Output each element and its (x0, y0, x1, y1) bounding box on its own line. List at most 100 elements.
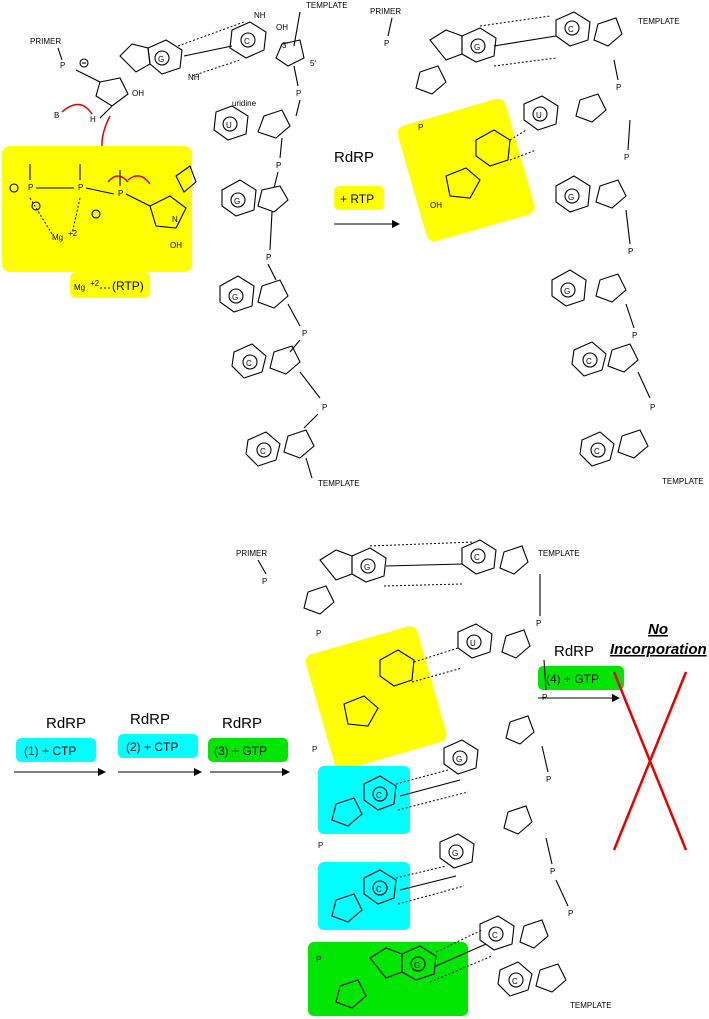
svg-text:P: P (568, 909, 573, 918)
svg-text:P: P (78, 183, 83, 192)
svg-text:+2: +2 (90, 279, 100, 288)
template-sugar-5 (269, 345, 301, 375)
svg-text:P: P (418, 123, 423, 132)
rtp-oh-label: OH (170, 241, 182, 250)
template-cytosine-r3 (579, 431, 615, 467)
primer-label: PRIMER (30, 37, 61, 46)
svg-text:P: P (628, 247, 633, 256)
primer-oh-label: OH (132, 89, 144, 98)
gtp-unit-box (308, 942, 468, 1016)
template-label-top: TEMPLATE (306, 1, 348, 10)
legend-rtp: (RTP) (112, 279, 144, 293)
svg-text:G: G (564, 287, 570, 296)
svg-text:G: G (232, 293, 238, 302)
svg-text:P: P (322, 403, 327, 412)
rtp-unit-box (305, 626, 447, 770)
top-left-panel: PRIMER P OH G NH B H P P P (2, 37, 200, 298)
svg-text:C: C (594, 447, 600, 456)
template-uracil-r (523, 95, 559, 131)
svg-text:P: P (318, 841, 323, 850)
template-cytosine-b4 (479, 915, 515, 951)
ctp2-sugar (331, 893, 363, 923)
top-right-panel: PRIMER P G C TEMPLATE P OH U P P G (370, 7, 704, 486)
svg-text:P: P (266, 253, 271, 262)
template-label-top-right: TEMPLATE (638, 17, 680, 26)
svg-text:U: U (536, 111, 542, 120)
template-sugar-b2 (501, 629, 531, 659)
template-guanine-r2 (551, 269, 587, 307)
svg-text:P: P (276, 161, 281, 170)
bottom-duplex: PRIMER P G C TEMPLATE P U P C (236, 539, 612, 1016)
template-label-bottom-left: TEMPLATE (318, 479, 360, 488)
rtp-base-ring (175, 165, 197, 193)
rdrp-label-1: RdRP (334, 149, 374, 166)
primer-sugar-ring (95, 77, 129, 107)
bottom-steps: RdRP (1) + CTP RdRP (2) + CTP RdRP (3) +… (14, 621, 707, 851)
gtp3-step-box (208, 738, 288, 762)
uridine-label: uridine (232, 99, 257, 108)
ctp1-label: (1) + CTP (24, 744, 76, 758)
rdrp-label-4: RdRP (222, 715, 262, 732)
svg-text:P: P (118, 189, 123, 198)
template-sugar-r1 (593, 17, 623, 47)
template-sugar-6 (283, 429, 315, 459)
template-cytosine-b5 (497, 961, 533, 997)
electron-arrow-3 (107, 175, 129, 183)
electron-arrow-4 (127, 175, 151, 185)
template-cytosine-b1 (461, 539, 497, 575)
svg-text:C: C (376, 885, 382, 894)
rtp-incorporated-box (397, 98, 535, 242)
svg-text:C: C (512, 977, 518, 986)
template-label-bottom-bottom: TEMPLATE (570, 1001, 612, 1010)
gtp4-label: (4) + GTP (546, 672, 599, 686)
template-guanine-b2 (439, 833, 475, 869)
template-cytosine-r2 (571, 341, 607, 377)
template-sugar-4 (257, 279, 289, 309)
svg-text:C: C (474, 553, 480, 562)
svg-text:P: P (546, 775, 551, 784)
no-label: No (648, 621, 668, 638)
template-sugar-1 (275, 39, 305, 67)
svg-text:P: P (296, 89, 301, 98)
ctp1-step-box (16, 738, 96, 762)
gtp4-step-box (538, 666, 624, 690)
svg-text:G: G (568, 193, 574, 202)
svg-text:P: P (302, 329, 307, 338)
add-rtp-label: + RTP (340, 192, 374, 206)
svg-text:P: P (316, 955, 321, 964)
rdrp-label-5: RdRP (554, 643, 594, 660)
cross-line-2 (612, 671, 688, 851)
rtp-sugar-2 (445, 167, 481, 199)
svg-text:P: P (550, 867, 555, 876)
rtp-triphosphate: P P P Mg +2 (9, 164, 151, 242)
charge-minus-icon (79, 58, 89, 68)
step-rtp: RdRP + RTP (334, 149, 400, 228)
svg-text:P: P (316, 629, 321, 638)
svg-text:P: P (632, 331, 637, 340)
svg-text:OH: OH (430, 201, 442, 210)
template-guanine-r1 (555, 175, 591, 213)
svg-text:OH: OH (276, 23, 288, 32)
svg-text:G: G (456, 755, 462, 764)
svg-text:P: P (536, 619, 541, 628)
svg-text:P: P (616, 83, 621, 92)
legend-box (70, 272, 150, 298)
primer-base-g: G (158, 55, 164, 64)
template-sugar-3 (257, 185, 289, 213)
primer-guanine-ring (119, 43, 151, 73)
template-cytosine-2 (231, 343, 267, 379)
template-sugar-b1 (499, 545, 529, 575)
svg-text:U: U (470, 639, 476, 648)
template-label-bottom-right: TEMPLATE (662, 477, 704, 486)
rdrp-label-2: RdRP (46, 715, 86, 732)
template-cytosine-3 (245, 431, 281, 467)
primer-label-2: PRIMER (370, 7, 401, 16)
rtp-sugar-ring (149, 195, 187, 229)
ctp1-sugar (331, 797, 363, 827)
svg-text:C: C (568, 25, 574, 34)
rdrp-label-3: RdRP (130, 711, 170, 728)
template-cytosine-r1 (555, 11, 591, 47)
base-b-label: B (54, 111, 59, 120)
template-sugar-r3 (595, 179, 627, 209)
svg-text:C: C (492, 931, 498, 940)
